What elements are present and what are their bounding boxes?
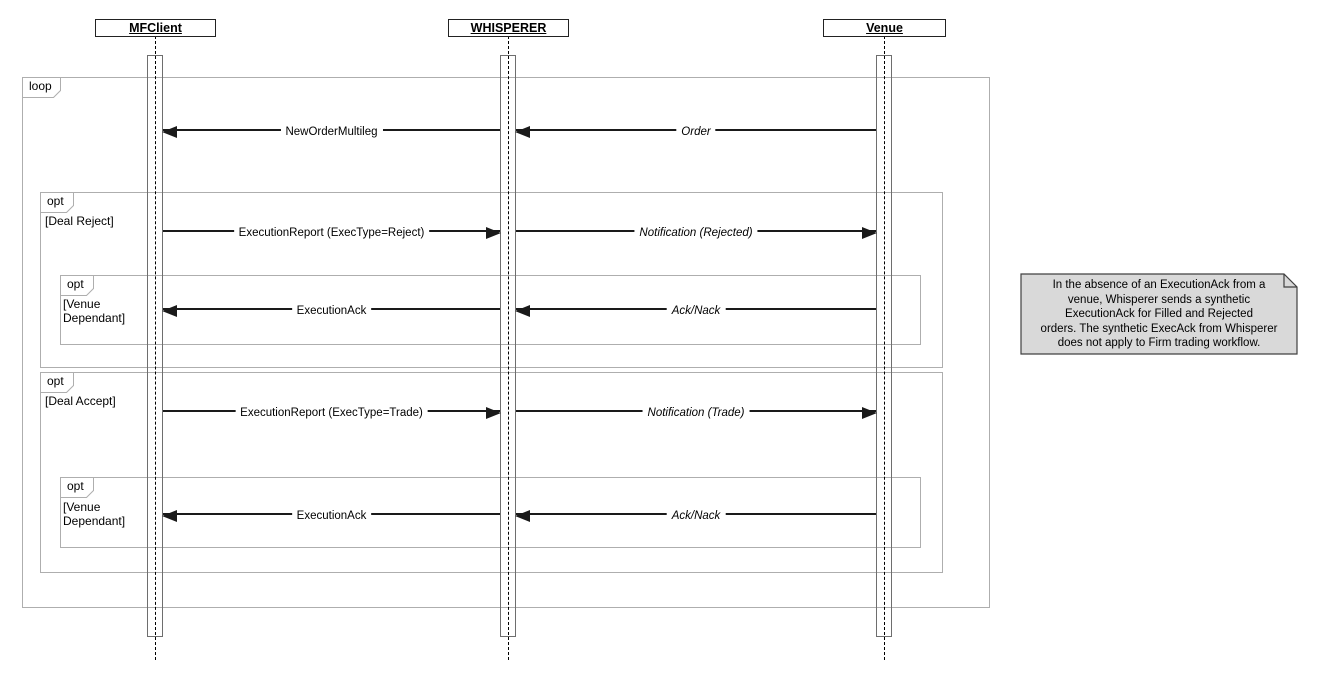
message-execution-ack-1: ExecutionAck [162,305,500,317]
message-label: NewOrderMultileg [280,126,383,138]
fragment-tab-shape [22,77,61,98]
message-label: ExecutionReport (ExecType=Trade) [235,407,428,419]
lifeline-mfclient [155,36,156,660]
opt-fragment-tab-4: opt [60,477,94,498]
fragment-operator: opt [67,479,84,493]
opt-fragment-tab-1: opt [40,192,74,213]
arrowhead-left-icon [162,510,177,522]
arrowhead-left-icon [515,126,530,138]
activation-whisperer [500,55,516,637]
opt-fragment-deal-reject [40,192,943,368]
note: In the absence of an ExecutionAck from a… [1020,273,1298,355]
fragment-tab-shape [40,372,74,393]
arrowhead-right-icon [486,227,501,239]
arrowhead-left-icon [515,305,530,317]
fragment-operator: loop [29,79,52,93]
actor-venue: Venue [823,19,946,37]
arrowhead-right-icon [862,407,877,419]
opt-fragment-tab-3: opt [40,372,74,393]
message-notification-rejected: Notification (Rejected) [516,227,877,239]
message-label: ExecutionReport (ExecType=Reject) [233,227,430,239]
opt-fragment-venue-dependant-2 [60,477,921,548]
guard-venue-dependant-2: [Venue Dependant] [63,500,126,528]
actor-whisperer: WHISPERER [448,19,569,37]
note-line: does not apply to Firm trading workflow. [1057,337,1261,349]
message-label: Notification (Rejected) [634,227,758,239]
note-line: In the absence of an ExecutionAck from a [1052,279,1266,291]
lifeline-whisperer [508,36,509,660]
opt-fragment-tab-2: opt [60,275,94,296]
activation-venue [876,55,892,637]
message-label: Order [676,126,716,138]
arrowhead-left-icon [162,126,177,138]
note-line: orders. The synthetic ExecAck from Whisp… [1040,322,1278,335]
message-notification-trade: Notification (Trade) [516,407,877,419]
message-label: ExecutionAck [291,305,372,317]
fragment-tab-shape [60,477,94,498]
message-execution-report-trade: ExecutionReport (ExecType=Trade) [163,407,501,419]
opt-fragment-venue-dependant-1 [60,275,921,345]
message-label: Ack/Nack [666,510,726,522]
fragment-tab-shape [40,192,74,213]
note-text: In the absence of an ExecutionAck from a… [1020,273,1298,355]
message-label: ExecutionAck [291,510,372,522]
message-label: Ack/Nack [666,305,726,317]
activation-mfclient [147,55,163,637]
message-label: Notification (Trade) [642,407,750,419]
message-ack-nack-2: Ack/Nack [515,510,876,522]
fragment-operator: opt [47,194,64,208]
actor-mfclient: MFClient [95,19,216,37]
arrowhead-right-icon [486,407,501,419]
arrowhead-right-icon [862,227,877,239]
arrowhead-left-icon [515,510,530,522]
guard-deal-accept: [Deal Accept] [45,394,116,408]
fragment-tab-shape [60,275,94,296]
fragment-operator: opt [47,374,64,388]
guard-deal-reject: [Deal Reject] [45,214,114,228]
guard-venue-dependant-1: [Venue Dependant] [63,297,126,325]
note-line: ExecutionAck for Filled and Rejected [1065,308,1253,320]
loop-fragment-tab: loop [22,77,61,98]
loop-fragment [22,77,990,608]
note-shape [1020,273,1298,355]
opt-fragment-deal-accept [40,372,943,573]
note-line: venue, Whisperer sends a synthetic [1067,293,1251,306]
arrowhead-left-icon [162,305,177,317]
message-execution-report-reject: ExecutionReport (ExecType=Reject) [163,227,501,239]
message-ack-nack-1: Ack/Nack [515,305,876,317]
message-order: Order [515,126,876,138]
message-new-order-multileg: NewOrderMultileg [162,126,500,138]
lifeline-venue [884,36,885,660]
message-execution-ack-2: ExecutionAck [162,510,500,522]
fragment-operator: opt [67,277,84,291]
